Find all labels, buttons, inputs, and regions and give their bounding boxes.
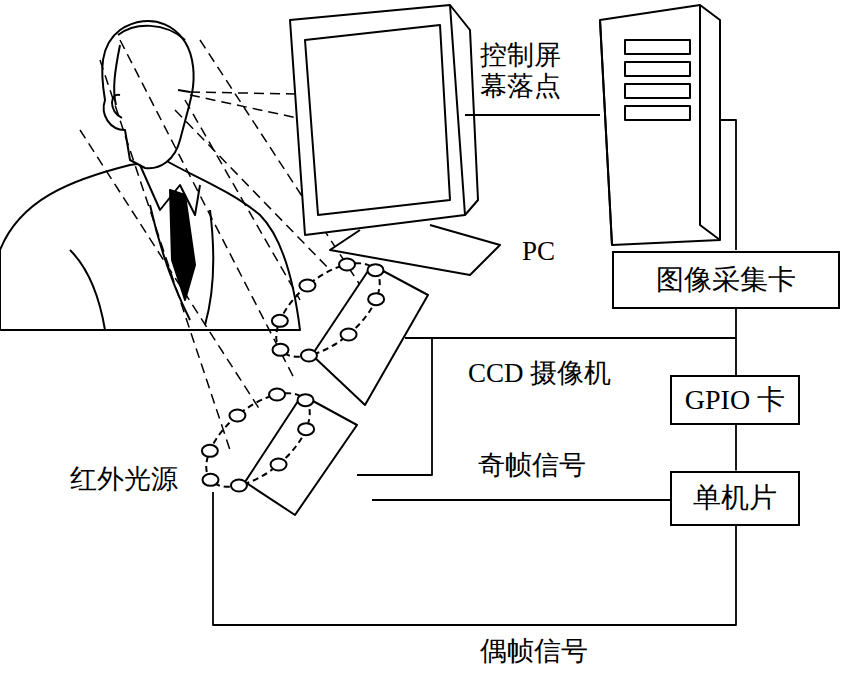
signal-label: 偶帧信号 [478, 636, 590, 667]
person-hair [114, 26, 185, 105]
ir-ring [260, 246, 396, 375]
ir-led [203, 474, 219, 486]
signal-label: 控制屏 幕落点 [478, 40, 574, 102]
person-lapel [70, 205, 213, 330]
signal-label: PC [520, 236, 557, 267]
person-body [0, 160, 300, 330]
monitor-screen [305, 25, 450, 215]
pc-bay [625, 40, 690, 54]
wire-connector [735, 309, 737, 375]
process-box: 单机片 [670, 471, 800, 526]
ir-led [298, 423, 314, 435]
wire-connector [735, 425, 737, 471]
pc-bay [625, 106, 690, 120]
ir-ring [190, 376, 326, 505]
ir-led [202, 445, 218, 457]
process-box: 图像采集卡 [612, 251, 840, 309]
pc-tower [600, 5, 720, 245]
box-label: GPIO 卡 [685, 385, 785, 416]
ir-led [271, 459, 287, 471]
ir-led [299, 279, 315, 291]
ir-led [297, 394, 313, 406]
monitor-frame [290, 5, 465, 235]
wire [213, 115, 736, 625]
ir-led [229, 409, 245, 421]
ccd-camera [312, 265, 428, 405]
box-label: 单机片 [693, 483, 777, 514]
ir-led [301, 350, 317, 362]
ir-led [367, 264, 383, 276]
ccd-camera [245, 395, 357, 515]
ir-led [368, 293, 384, 305]
signal-label: 奇帧信号 [476, 450, 588, 481]
signal-label: CCD 摄像机 [466, 358, 613, 389]
pc-bay [625, 62, 690, 76]
ir-leds [202, 258, 384, 491]
box-label: 图像采集卡 [656, 265, 796, 296]
ir-led [272, 315, 288, 327]
person-eye [178, 90, 190, 92]
process-box: GPIO 卡 [670, 375, 800, 425]
person-head [102, 21, 193, 168]
pc-side [600, 5, 720, 245]
ir-led [273, 344, 289, 356]
pc-bay [625, 84, 690, 98]
ir-led [341, 329, 357, 341]
monitor-back [450, 5, 478, 215]
signal-label: 红外光源 [68, 464, 180, 495]
ir-led [269, 388, 285, 400]
ir-led [231, 480, 247, 492]
ir-led [339, 258, 355, 270]
monitor-stand [330, 225, 500, 275]
